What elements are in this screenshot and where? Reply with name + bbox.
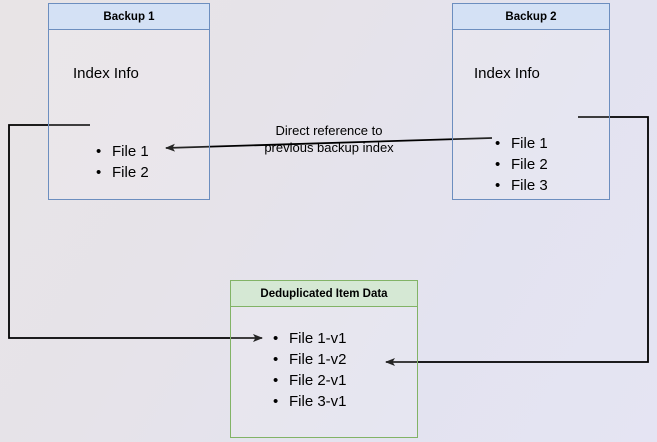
dedup-header: Deduplicated Item Data xyxy=(231,281,417,307)
deduplicated-item-data-box[interactable]: Deduplicated Item Data File 1-v1 File 1-… xyxy=(230,280,418,438)
backup2-body: Index Info File 1 File 2 File 3 xyxy=(453,30,609,199)
direct-reference-note-line1: Direct reference to xyxy=(275,123,383,138)
list-item: File 1-v2 xyxy=(273,349,347,370)
backup2-header: Backup 2 xyxy=(453,4,609,30)
list-item: File 3 xyxy=(495,175,548,196)
backup1-box[interactable]: Backup 1 Index Info File 1 File 2 xyxy=(48,3,210,200)
list-item: File 2 xyxy=(495,154,548,175)
list-item: File 3-v1 xyxy=(273,391,347,412)
backup1-header: Backup 1 xyxy=(49,4,209,30)
backup2-index-label: Index Info xyxy=(474,65,540,82)
backup1-index-label: Index Info xyxy=(73,65,139,82)
dedup-body: File 1-v1 File 1-v2 File 2-v1 File 3-v1 xyxy=(231,307,417,437)
list-item: File 1 xyxy=(96,141,149,162)
list-item: File 1 xyxy=(495,133,548,154)
direct-reference-note: Direct reference to previous backup inde… xyxy=(243,122,415,156)
backup2-file-list: File 1 File 2 File 3 xyxy=(495,133,548,196)
list-item: File 2 xyxy=(96,162,149,183)
backup1-body: Index Info File 1 File 2 xyxy=(49,30,209,199)
direct-reference-note-line2: previous backup index xyxy=(264,140,394,155)
dedup-file-list: File 1-v1 File 1-v2 File 2-v1 File 3-v1 xyxy=(273,328,347,412)
backup2-box[interactable]: Backup 2 Index Info File 1 File 2 File 3 xyxy=(452,3,610,200)
list-item: File 1-v1 xyxy=(273,328,347,349)
list-item: File 2-v1 xyxy=(273,370,347,391)
backup1-file-list: File 1 File 2 xyxy=(96,141,149,183)
